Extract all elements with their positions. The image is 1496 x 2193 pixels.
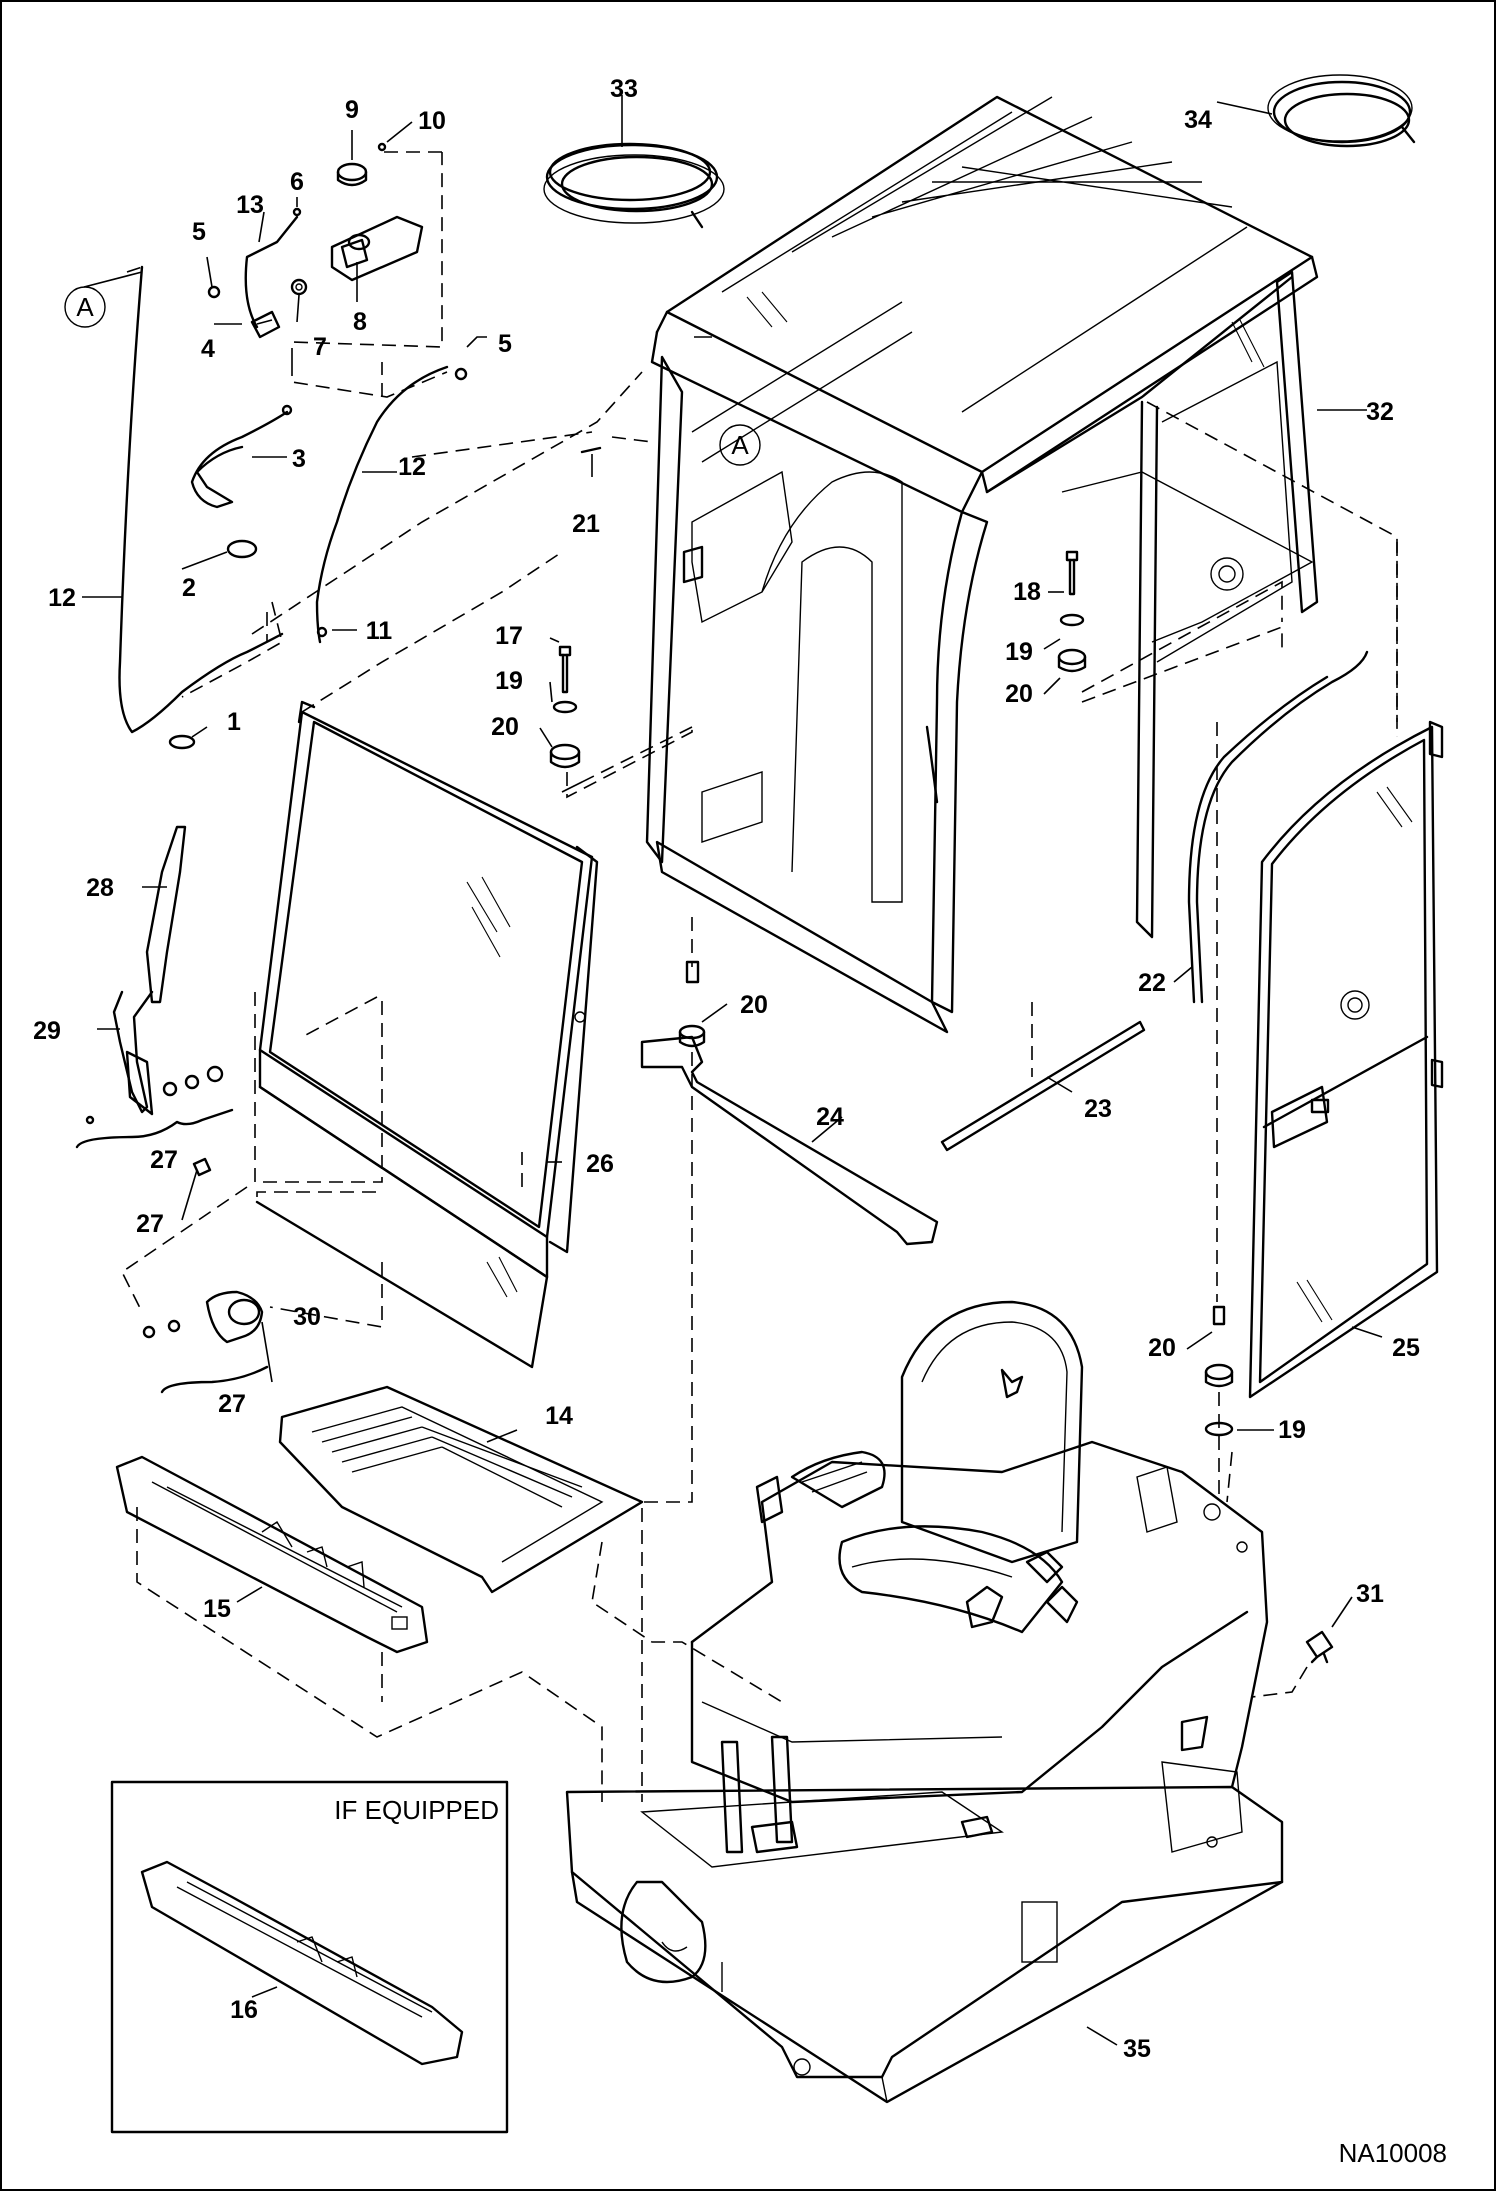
assembly-phantom-lines <box>120 151 1398 1802</box>
svg-text:A: A <box>76 292 94 322</box>
label-part-19-c: 19 <box>1278 1416 1306 1444</box>
washer-system-parts <box>118 142 468 750</box>
label-part-16: 16 <box>230 1996 258 2024</box>
label-part-12-b: 12 <box>398 453 426 481</box>
label-part-4: 4 <box>201 335 215 363</box>
label-part-26: 26 <box>586 1150 614 1178</box>
label-part-11: 11 <box>366 617 393 645</box>
upperstructure-part-35 <box>565 1300 1284 2104</box>
label-part-20-d: 20 <box>1148 1334 1176 1362</box>
label-part-7: 7 <box>313 333 327 361</box>
label-part-1: 1 <box>227 708 241 736</box>
floor-plate-part-16 <box>140 1860 464 2066</box>
label-part-5-b: 5 <box>498 330 512 358</box>
callout-a-left: A <box>64 286 106 328</box>
label-part-27-c: 27 <box>218 1390 246 1418</box>
label-part-20-a: 20 <box>491 713 519 741</box>
label-part-22: 22 <box>1138 969 1166 997</box>
label-part-10: 10 <box>418 107 446 135</box>
label-part-17: 17 <box>495 622 523 650</box>
diagram-id: NA10008 <box>1339 2138 1447 2168</box>
cab-part-32 <box>645 95 1319 1034</box>
seal-coil-part-34 <box>1267 74 1416 148</box>
label-part-25: 25 <box>1392 1334 1420 1362</box>
floor-plate-part-15 <box>115 1455 429 1654</box>
label-part-18: 18 <box>1013 578 1041 606</box>
label-part-3: 3 <box>292 445 306 473</box>
label-part-27-b: 27 <box>136 1210 164 1238</box>
seal-coil-part-33 <box>543 142 725 229</box>
label-part-9: 9 <box>345 96 359 124</box>
front-window-part-26 <box>255 700 599 1369</box>
callout-a-cab: A <box>719 424 761 466</box>
mount-hardware <box>549 446 1234 1437</box>
svg-text:A: A <box>731 430 749 460</box>
inset-title: IF EQUIPPED <box>334 1795 499 1825</box>
label-part-2: 2 <box>182 574 196 602</box>
wiper-blade-part-28 <box>145 825 187 1004</box>
label-part-28: 28 <box>86 874 114 902</box>
switch-part-31 <box>1305 1630 1334 1664</box>
inset-box <box>110 1780 509 2134</box>
label-part-13: 13 <box>236 191 264 219</box>
label-part-12-a: 12 <box>48 584 76 612</box>
floor-mat-part-14 <box>278 1385 644 1594</box>
label-part-6: 6 <box>290 168 304 196</box>
label-part-35: 35 <box>1123 2035 1151 2063</box>
label-part-21: 21 <box>572 510 600 538</box>
label-part-34: 34 <box>1184 106 1212 134</box>
door-part-25 <box>1248 720 1444 1399</box>
label-part-30: 30 <box>293 1303 321 1331</box>
label-part-33: 33 <box>610 75 638 103</box>
label-part-23: 23 <box>1084 1095 1112 1123</box>
label-part-5-a: 5 <box>192 218 206 246</box>
label-part-24: 24 <box>816 1103 844 1131</box>
wiper-arm-part-29 <box>112 990 154 1116</box>
label-part-14: 14 <box>545 1402 573 1430</box>
label-part-19-a: 19 <box>495 667 523 695</box>
label-part-29: 29 <box>33 1017 61 1045</box>
seal-part-22 <box>1187 650 1369 1004</box>
leader-lines <box>82 95 1383 2046</box>
label-part-19-b: 19 <box>1005 638 1033 666</box>
label-part-32: 32 <box>1366 398 1394 426</box>
label-part-27-a: 27 <box>150 1146 178 1174</box>
label-part-20-c: 20 <box>740 991 768 1019</box>
label-part-8: 8 <box>353 308 367 336</box>
strip-part-24 <box>640 1035 939 1246</box>
label-part-20-b: 20 <box>1005 680 1033 708</box>
wiper-motor-part-30 <box>142 1290 269 1394</box>
wiper-hardware-part-27 <box>75 1065 234 1177</box>
label-part-15: 15 <box>203 1595 231 1623</box>
seal-part-23 <box>940 1020 1146 1152</box>
label-part-31: 31 <box>1356 1580 1384 1608</box>
